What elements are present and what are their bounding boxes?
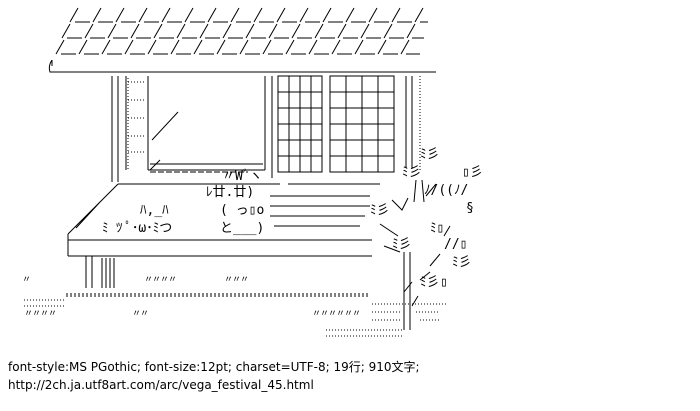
art-text-marks: 〃Wﾞヽ ﾚ廿.廿) ( っ▯o と___) ﾊ,_ﾊ ﾐ ﾂ ﾟ･ω･ﾐつ ﾐ… (22, 147, 483, 319)
cat-face-left: ﾚ廿.廿) (206, 185, 254, 200)
grass-mark-5: 〃〃 (132, 309, 148, 319)
roof-tiles (55, 7, 428, 55)
grass-mark-1: 〃〃〃〃 (144, 275, 176, 285)
small-cat-tail: ﾐ (102, 221, 109, 236)
house-walls (111, 76, 421, 182)
plant-mark-3: ﾉ/((ﾉ/ (424, 183, 468, 198)
cat-bottom-left: と___) (220, 221, 264, 236)
grass-mark-3: 〃〃〃〃 (24, 309, 56, 319)
ground-dots (24, 299, 446, 337)
plant-mark-10: ﾐ彡 (420, 275, 440, 290)
plant-mark-8: //▯ (444, 237, 467, 252)
small-cat-body: ﾂ ﾟ･ω･ﾐつ (116, 221, 172, 236)
grass-mark-2: 〃〃〃 (224, 275, 248, 285)
plant-mark-11: ▯ (440, 275, 448, 290)
art-metadata-line: font-style:MS PGothic; font-size:12pt; c… (8, 360, 420, 374)
plant-mark-7: ﾐ彡 (392, 237, 412, 252)
art-caption: font-style:MS PGothic; font-size:12pt; c… (8, 358, 698, 394)
shoji-window-left (277, 75, 323, 173)
porch-deck (66, 171, 380, 297)
grass-mark-4: 〃〃〃〃〃〃 (312, 309, 360, 319)
cat-paw-left: ( っ▯o (220, 203, 264, 218)
ascii-art-drawing: 〃Wﾞヽ ﾚ廿.廿) ( っ▯o と___) ﾊ,_ﾊ ﾐ ﾂ ﾟ･ω･ﾐつ ﾐ… (22, 7, 483, 337)
plant-mark-9: ﾐ彡 (452, 255, 472, 270)
roof-edge (48, 59, 436, 73)
shoji-window-right (329, 75, 395, 173)
plant-mark-4: ﾐ彡 (370, 203, 390, 218)
ascii-art-scene: 〃Wﾞヽ ﾚ廿.廿) ( っ▯o と___) ﾊ,_ﾊ ﾐ ﾂ ﾟ･ω･ﾐつ ﾐ… (22, 7, 483, 337)
small-cat-face: ﾊ,_ﾊ (140, 203, 169, 218)
plant-mark-1: ﾐ彡 (402, 165, 422, 180)
plant-mark-2: ▯彡 (462, 165, 483, 180)
tree (379, 179, 451, 330)
grass-mark-0: 〃 (22, 275, 30, 285)
plant-mark-6: ﾐ▯ (430, 221, 444, 236)
source-url-line: http://2ch.ja.utf8art.com/arc/vega_festi… (8, 378, 314, 392)
plant-mark-0: ﾐ彡 (420, 147, 440, 162)
ww-mark: 〃Wﾞヽ (222, 169, 262, 184)
plant-mark-5: § (466, 201, 474, 216)
